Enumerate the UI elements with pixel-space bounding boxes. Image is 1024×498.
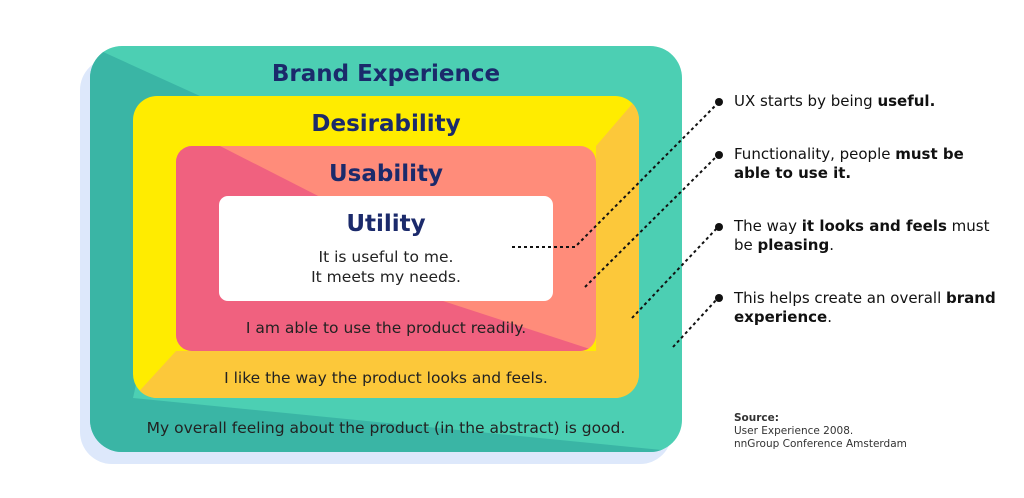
annotation-2-bold: must be able to use it. <box>734 145 964 182</box>
annotation-functionality: Functionality, people must be able to us… <box>734 145 1004 183</box>
desirability-layer-description: I like the way the product looks and fee… <box>224 369 548 387</box>
connector-line-4 <box>672 297 719 348</box>
annotation-4-bold: brand experience <box>734 289 996 326</box>
source-note: Source: User Experience 2008. nnGroup Co… <box>734 412 907 451</box>
annotation-3-bold: it looks and feels <box>801 217 947 235</box>
desirability-layer-title: Desirability <box>311 111 460 137</box>
usability-layer-description: I am able to use the product readily. <box>246 319 526 337</box>
annotation-3-middle: must be <box>734 217 990 254</box>
annotation-1-bold: useful. <box>877 92 936 110</box>
bullet-dot-3 <box>715 223 723 231</box>
source-line-1: User Experience 2008. <box>734 425 854 437</box>
annotation-pleasing: The way it looks and feels must be pleas… <box>734 217 1004 255</box>
connector-line-2 <box>584 154 719 288</box>
utility-layer-title: Utility <box>346 211 425 237</box>
utility-layer-description-line-2: It meets my needs. <box>311 268 461 286</box>
brand-layer-description: My overall feeling about the product (in… <box>147 419 626 437</box>
source-title: Source: <box>734 412 779 424</box>
usability-layer-title: Usability <box>329 161 443 187</box>
annotation-brand-experience: This helps create an overall brand exper… <box>734 289 1004 327</box>
source-line-2: nnGroup Conference Amsterdam <box>734 438 907 450</box>
bullet-dot-2 <box>715 151 723 159</box>
bullet-dot-4 <box>715 294 723 302</box>
utility-layer-description-line-1: It is useful to me. <box>319 248 454 266</box>
brand-layer-title: Brand Experience <box>272 61 500 87</box>
bullet-dot-1 <box>715 98 723 106</box>
annotation-4-end: . <box>827 308 832 326</box>
brand-layer-shade <box>90 46 682 452</box>
connector-line-3 <box>631 226 719 319</box>
connector-line-1 <box>512 102 719 248</box>
annotation-1-text: UX starts by being <box>734 92 878 110</box>
annotation-2-text: Functionality, people <box>734 145 896 163</box>
annotation-3-text: The way <box>734 217 802 235</box>
utility-layer: Utility It is useful to me. It meets my … <box>219 196 553 301</box>
annotation-useful: UX starts by being useful. <box>734 92 1004 111</box>
annotation-4-text: This helps create an overall <box>734 289 947 307</box>
connector-lines <box>512 102 719 348</box>
annotation-3-bold-2: pleasing <box>757 236 830 254</box>
utility-layer-box <box>219 196 553 301</box>
desirability-layer-shade <box>133 96 639 398</box>
annotation-3-end: . <box>829 236 834 254</box>
connector-dots <box>715 98 723 302</box>
